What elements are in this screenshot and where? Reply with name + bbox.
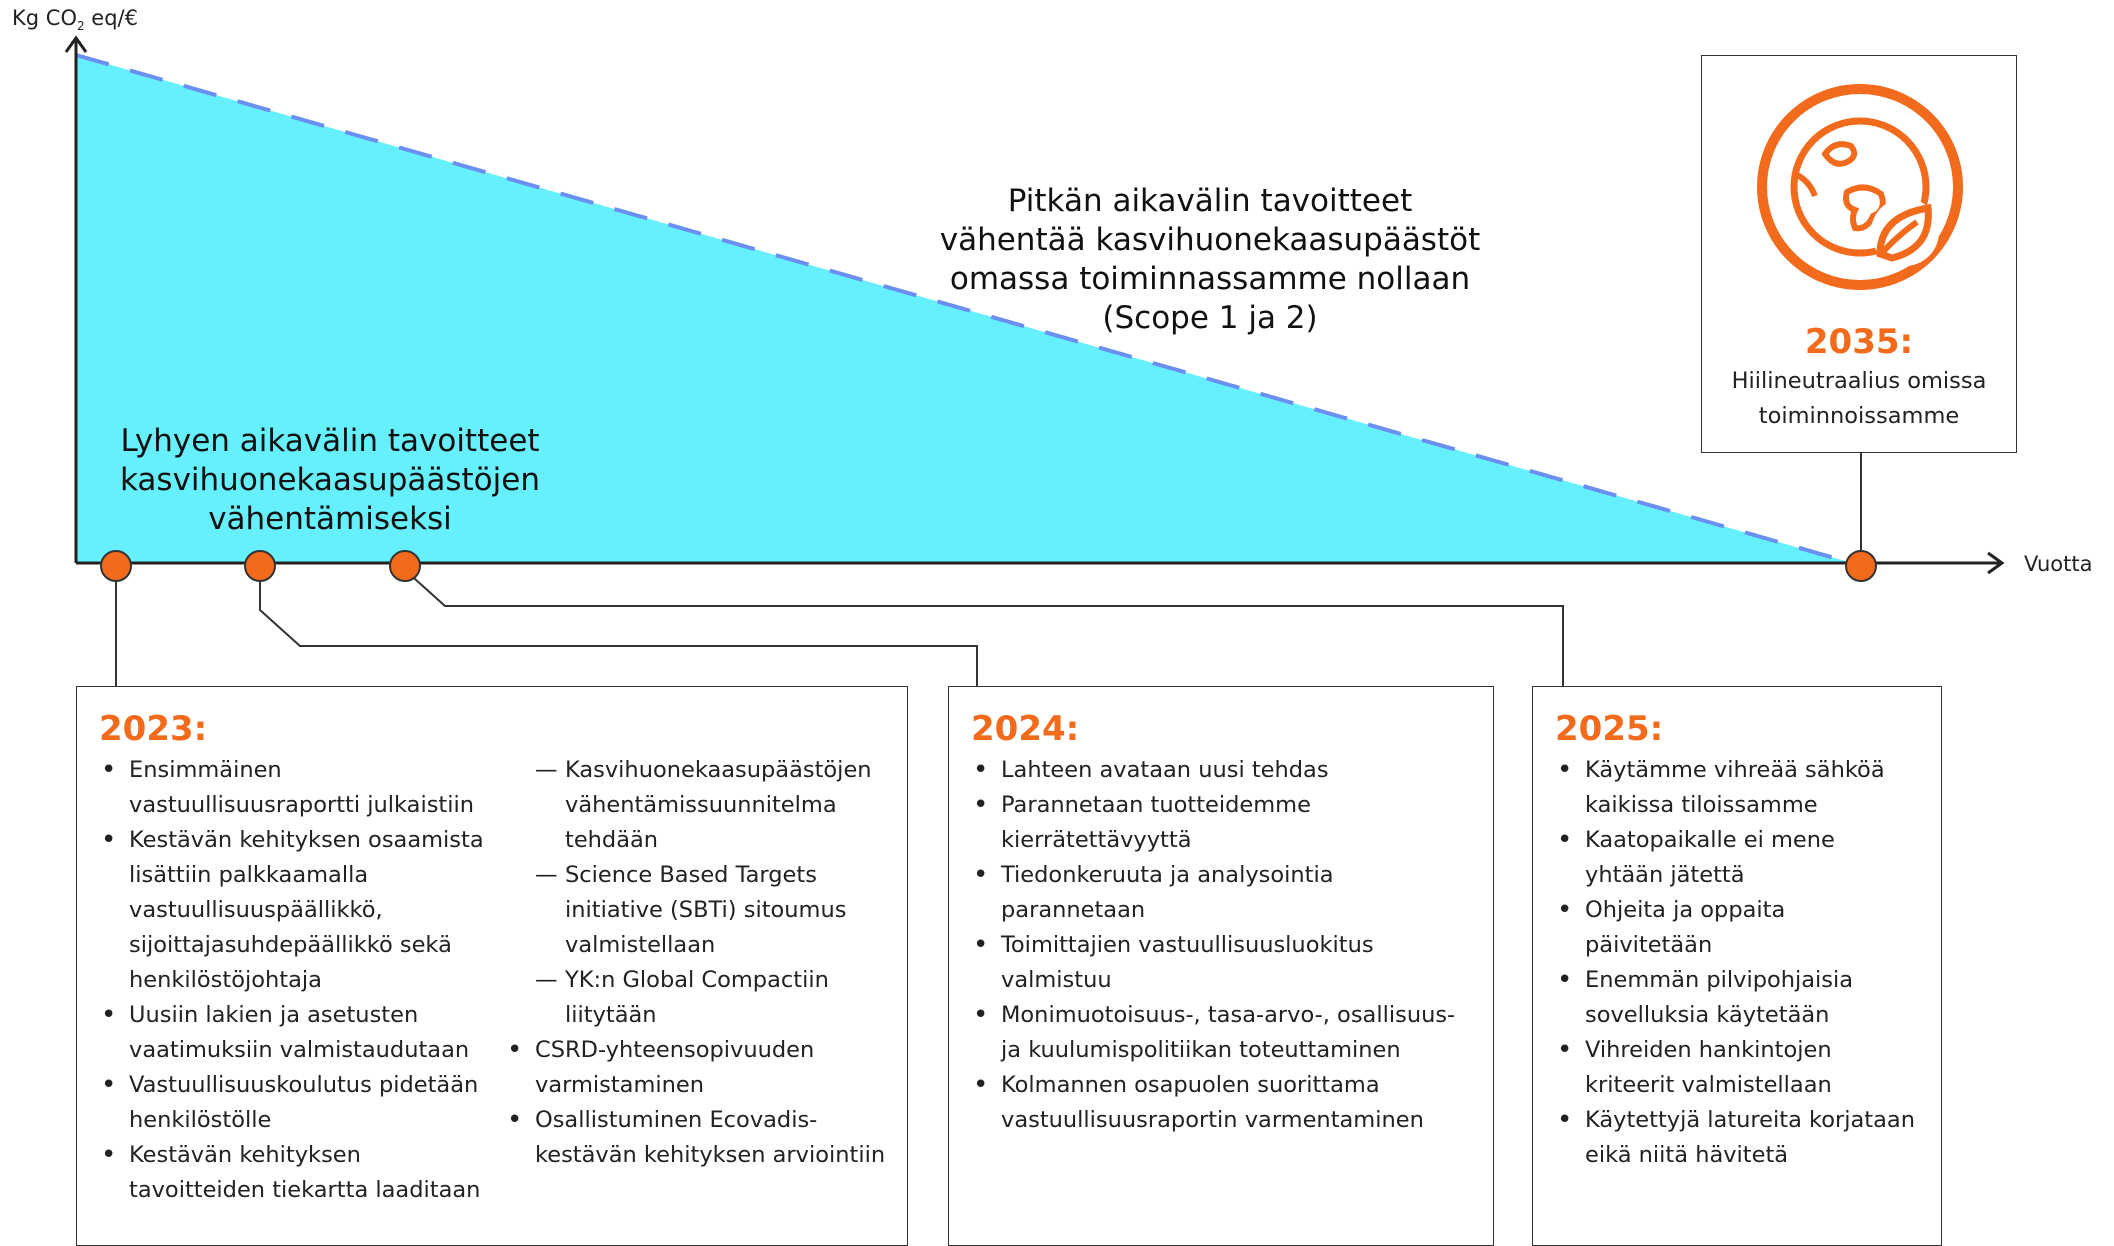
- short-term-goal-label: Lyhyen aikavälin tavoitteet kasvihuoneka…: [80, 422, 580, 539]
- y-axis-label: Kg CO2 eq/€: [12, 6, 138, 33]
- list-item: Vastuullisuuskoulutus pidetäänhenkilöstö…: [99, 1068, 499, 1138]
- node-2024: [244, 550, 276, 582]
- long-term-line: vähentää kasvihuonekaasupäästöt: [939, 222, 1481, 258]
- reduction-dashed-line: [75, 53, 1853, 565]
- earth-leaf-icon: [1757, 84, 1963, 290]
- x-axis-arrow: [1987, 551, 2005, 575]
- node-2025: [389, 550, 421, 582]
- goal-2035-text-line: toiminnoissamme: [1758, 403, 1960, 429]
- x-axis-label: Vuotta: [2024, 552, 2093, 576]
- list-item: Monimuotoisuus-, tasa-arvo-, osallisuus-…: [971, 998, 1491, 1068]
- short-term-line: Lyhyen aikavälin tavoitteet: [120, 423, 540, 459]
- short-term-line: vähentämiseksi: [208, 501, 452, 537]
- goal-2035-box: 2035: Hiilineutraalius omissa toiminnois…: [1701, 55, 2017, 453]
- y-axis-label-main: Kg CO: [12, 6, 77, 30]
- box-2024: 2024: Lahteen avataan uusi tehdas Parann…: [948, 686, 1494, 1246]
- list-item: Lahteen avataan uusi tehdas: [971, 753, 1491, 788]
- list-item: Parannetaan tuotteidemmekierrätettävyytt…: [971, 788, 1491, 858]
- long-term-goal-label: Pitkän aikavälin tavoitteet vähentää kas…: [900, 182, 1520, 338]
- node-2023: [100, 550, 132, 582]
- long-term-line: Pitkän aikavälin tavoitteet: [1007, 183, 1413, 219]
- list-item: Kolmannen osapuolen suorittamavastuullis…: [971, 1068, 1491, 1138]
- list-2024: Lahteen avataan uusi tehdas Parannetaan …: [971, 753, 1491, 1138]
- goal-2035-text-line: Hiilineutraalius omissa: [1731, 368, 1987, 394]
- goal-2035-year: 2035:: [1804, 322, 1914, 362]
- node-2035: [1845, 550, 1877, 582]
- list-item: Kasvihuonekaasupäästöjenvähentämissuunni…: [535, 753, 895, 858]
- long-term-line: omassa toiminnassamme nollaan: [949, 261, 1471, 297]
- connector-2024: [259, 563, 978, 686]
- y-axis-arrow: [64, 35, 88, 53]
- list-item: Toimittajien vastuullisuusluokitus valmi…: [971, 928, 1491, 998]
- year-2023: 2023:: [99, 709, 208, 749]
- year-2024: 2024:: [971, 709, 1080, 749]
- goal-2035-text: Hiilineutraalius omissa toiminnoissamme: [1702, 364, 2016, 434]
- y-axis-label-subscript: 2: [76, 19, 85, 34]
- list-item: Osallistuminen Ecovadis-kestävän kehityk…: [505, 1103, 895, 1173]
- long-term-line: (Scope 1 ja 2): [1102, 300, 1318, 336]
- list-2023-col2-dashes: Kasvihuonekaasupäästöjenvähentämissuunni…: [535, 753, 895, 1033]
- year-2025: 2025:: [1555, 709, 1664, 749]
- connector-2025: [404, 563, 1564, 686]
- y-axis-label-unit: eq/€: [84, 6, 138, 30]
- short-term-line: kasvihuonekaasupäästöjen: [120, 462, 540, 498]
